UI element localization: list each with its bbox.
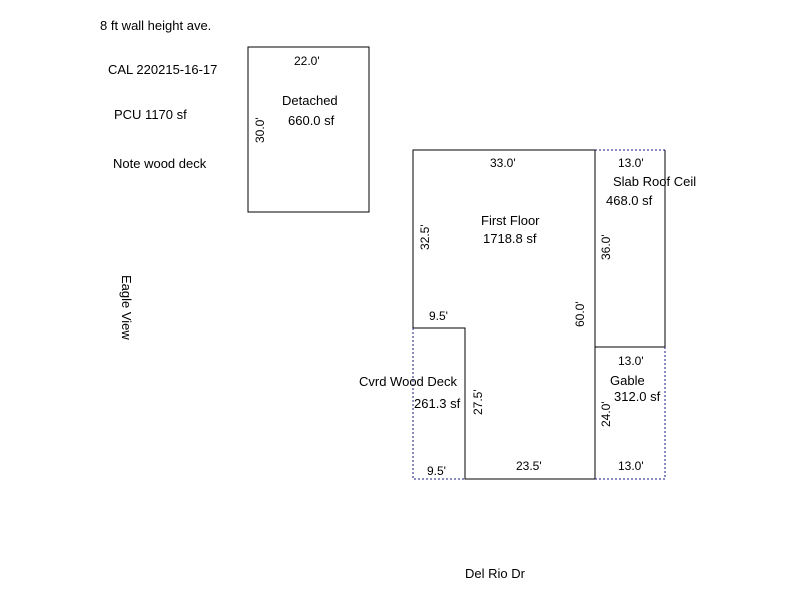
deck-dim-bottom: 9.5' xyxy=(427,464,446,478)
wall-height-note: 8 ft wall height ave. xyxy=(100,18,211,33)
detached-area: 22.0' 30.0' Detached 660.0 sf xyxy=(247,46,370,213)
first-floor-dim-right: 60.0' xyxy=(573,301,587,327)
slab-roof-area-value: 468.0 sf xyxy=(606,193,653,208)
first-floor-dim-bottom: 23.5' xyxy=(516,459,542,473)
first-floor-area-value: 1718.8 sf xyxy=(483,231,537,246)
first-floor-area: 33.0' 32.5' 9.5' 60.0' 27.5' 23.5' First… xyxy=(412,149,596,480)
gable-dim-top: 13.0' xyxy=(618,354,644,368)
cal-number-note: CAL 220215-16-17 xyxy=(108,62,217,77)
pcu-note: PCU 1170 sf xyxy=(114,107,187,122)
detached-name: Detached xyxy=(282,93,338,108)
first-floor-dim-inner: 27.5' xyxy=(471,389,485,415)
detached-area-value: 660.0 sf xyxy=(288,113,335,128)
detached-dim-top: 22.0' xyxy=(294,54,320,68)
gable-outline xyxy=(595,347,666,480)
deck-area-value: 261.3 sf xyxy=(414,396,461,411)
first-floor-dim-notch: 9.5' xyxy=(429,309,448,323)
deck-name: Cvrd Wood Deck xyxy=(359,374,458,389)
slab-roof-name: Slab Roof Ceil xyxy=(613,174,696,189)
slab-roof-dim-top: 13.0' xyxy=(618,156,644,170)
slab-roof-area: 13.0' 36.0' Slab Roof Ceil 468.0 sf xyxy=(595,149,696,348)
gable-dim-left: 24.0' xyxy=(599,401,613,427)
detached-dim-left: 30.0' xyxy=(253,117,267,143)
wood-deck-note: Note wood deck xyxy=(113,156,207,171)
first-floor-name: First Floor xyxy=(481,213,540,228)
first-floor-dim-left: 32.5' xyxy=(418,224,432,250)
first-floor-dim-top: 33.0' xyxy=(490,156,516,170)
gable-area: 13.0' 24.0' 13.0' Gable 312.0 sf xyxy=(595,347,666,480)
gable-dim-bottom: 13.0' xyxy=(618,459,644,473)
detached-outline xyxy=(247,46,370,213)
gable-name: Gable xyxy=(610,373,645,388)
street-label: Del Rio Dr xyxy=(465,566,526,581)
eagle-view-label: Eagle View xyxy=(119,275,134,340)
deck-area: 9.5' Cvrd Wood Deck 261.3 sf xyxy=(359,328,465,480)
gable-area-value: 312.0 sf xyxy=(614,389,661,404)
slab-roof-dim-left: 36.0' xyxy=(599,234,613,260)
deck-outline xyxy=(412,328,465,480)
